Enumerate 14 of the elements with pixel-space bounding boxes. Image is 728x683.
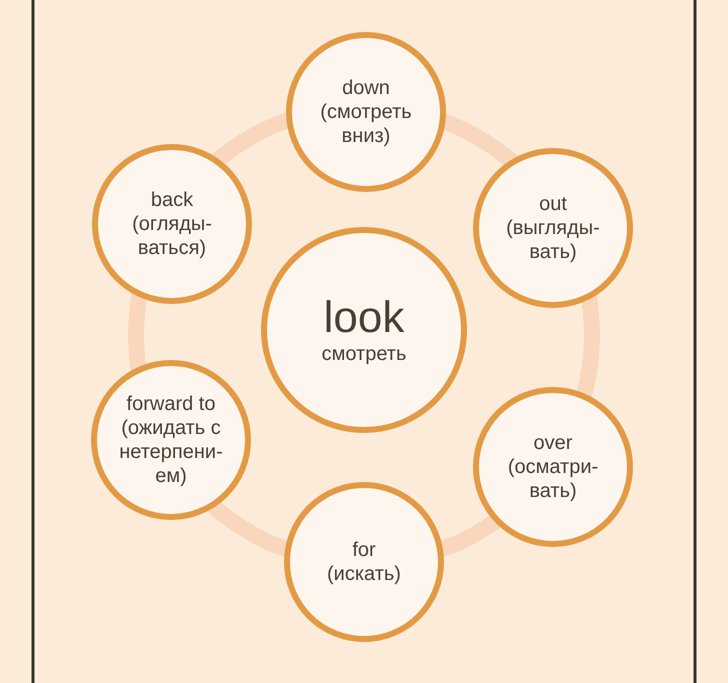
translation-text: (выгляды- вать) bbox=[505, 216, 601, 264]
translation-text: (ожидать с нетерпени- ем) bbox=[118, 416, 224, 488]
translation-text: (огляды- ваться) bbox=[131, 212, 213, 260]
particle-text: over bbox=[532, 431, 574, 455]
translation-text: смотреть bbox=[320, 342, 408, 366]
translation-text: (осматри- вать) bbox=[506, 455, 600, 503]
particle-text: back bbox=[150, 188, 194, 212]
particle-text: forward to bbox=[126, 392, 216, 416]
translation-text: (искать) bbox=[326, 562, 402, 586]
particle-text: out bbox=[538, 192, 568, 216]
main-word: look bbox=[322, 294, 406, 342]
translation-text: (смотреть вниз) bbox=[319, 100, 413, 148]
particle-text: for bbox=[351, 538, 377, 562]
particle-text: down bbox=[341, 76, 391, 100]
